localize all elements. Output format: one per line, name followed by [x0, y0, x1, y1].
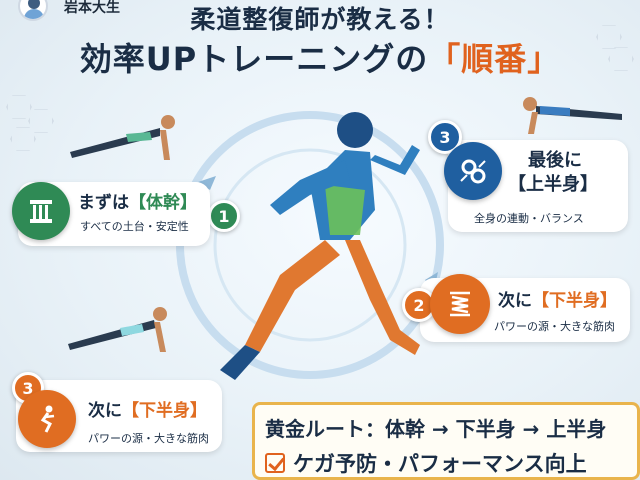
- step-desc-lower-left: パワーの源・大きな筋肉: [88, 432, 209, 445]
- pillar-icon: [12, 182, 70, 240]
- hexagon-decor-icon: [596, 25, 622, 49]
- squat-icon: [18, 390, 76, 448]
- hexagon-decor-icon: [6, 95, 32, 119]
- plank-figure-top: [70, 115, 175, 160]
- spring-icon: [430, 274, 490, 334]
- page-title-highlight: 「順番」: [428, 40, 561, 78]
- step-heading-lower: 次に【下半身】: [498, 291, 617, 311]
- step-desc-lower: パワーの源・大きな筋肉: [494, 320, 615, 333]
- inner-ring: [213, 148, 407, 342]
- step-heading-lower-left: 次に【下半身】: [88, 401, 207, 421]
- hexagon-decor-icon: [10, 127, 36, 151]
- flow-arrow-icon: [198, 176, 216, 190]
- avatar: [18, 0, 48, 21]
- figure-step-badge: 1: [208, 200, 240, 232]
- step-heading-upper-highlight: 【上半身】: [508, 174, 598, 195]
- step-heading-core: まずは【体幹】: [78, 193, 197, 213]
- page-title-main: 効率UPトレーニングの: [79, 40, 429, 78]
- step-desc-core: すべての土台・安定性: [80, 220, 189, 233]
- author-name: 岩本大生: [64, 0, 120, 16]
- runner-figure: [220, 112, 420, 380]
- step-desc-upper: 全身の連動・バランス: [474, 212, 584, 225]
- runner-illustration: [176, 111, 444, 380]
- hexagon-decor-icon: [608, 47, 634, 71]
- benefit-text: ケガ予防・パフォーマンス向上: [293, 452, 587, 476]
- author-bar: 岩本大生: [0, 0, 150, 22]
- core-muscles: [325, 185, 365, 235]
- checkbox-icon: [265, 453, 285, 473]
- step-heading-upper-prefix: 最後に: [528, 150, 582, 171]
- benefit-line: ケガ予防・パフォーマンス向上: [265, 448, 627, 478]
- pushup-figure: [523, 97, 622, 134]
- plank-figure-bottom: [68, 307, 167, 352]
- gears-icon: [444, 142, 502, 200]
- summary-box: 黄金ルート：体幹 → 下半身 → 上半身 ケガ予防・パフォーマンス向上: [252, 402, 640, 480]
- page-title-line1: 柔道整復師が教える！: [190, 5, 450, 34]
- hexagon-decor-icon: [28, 109, 54, 133]
- page-title-line2: 効率UPトレーニングの「順番」: [0, 34, 640, 80]
- golden-route-text: 黄金ルート：体幹 → 下半身 → 上半身: [265, 417, 607, 441]
